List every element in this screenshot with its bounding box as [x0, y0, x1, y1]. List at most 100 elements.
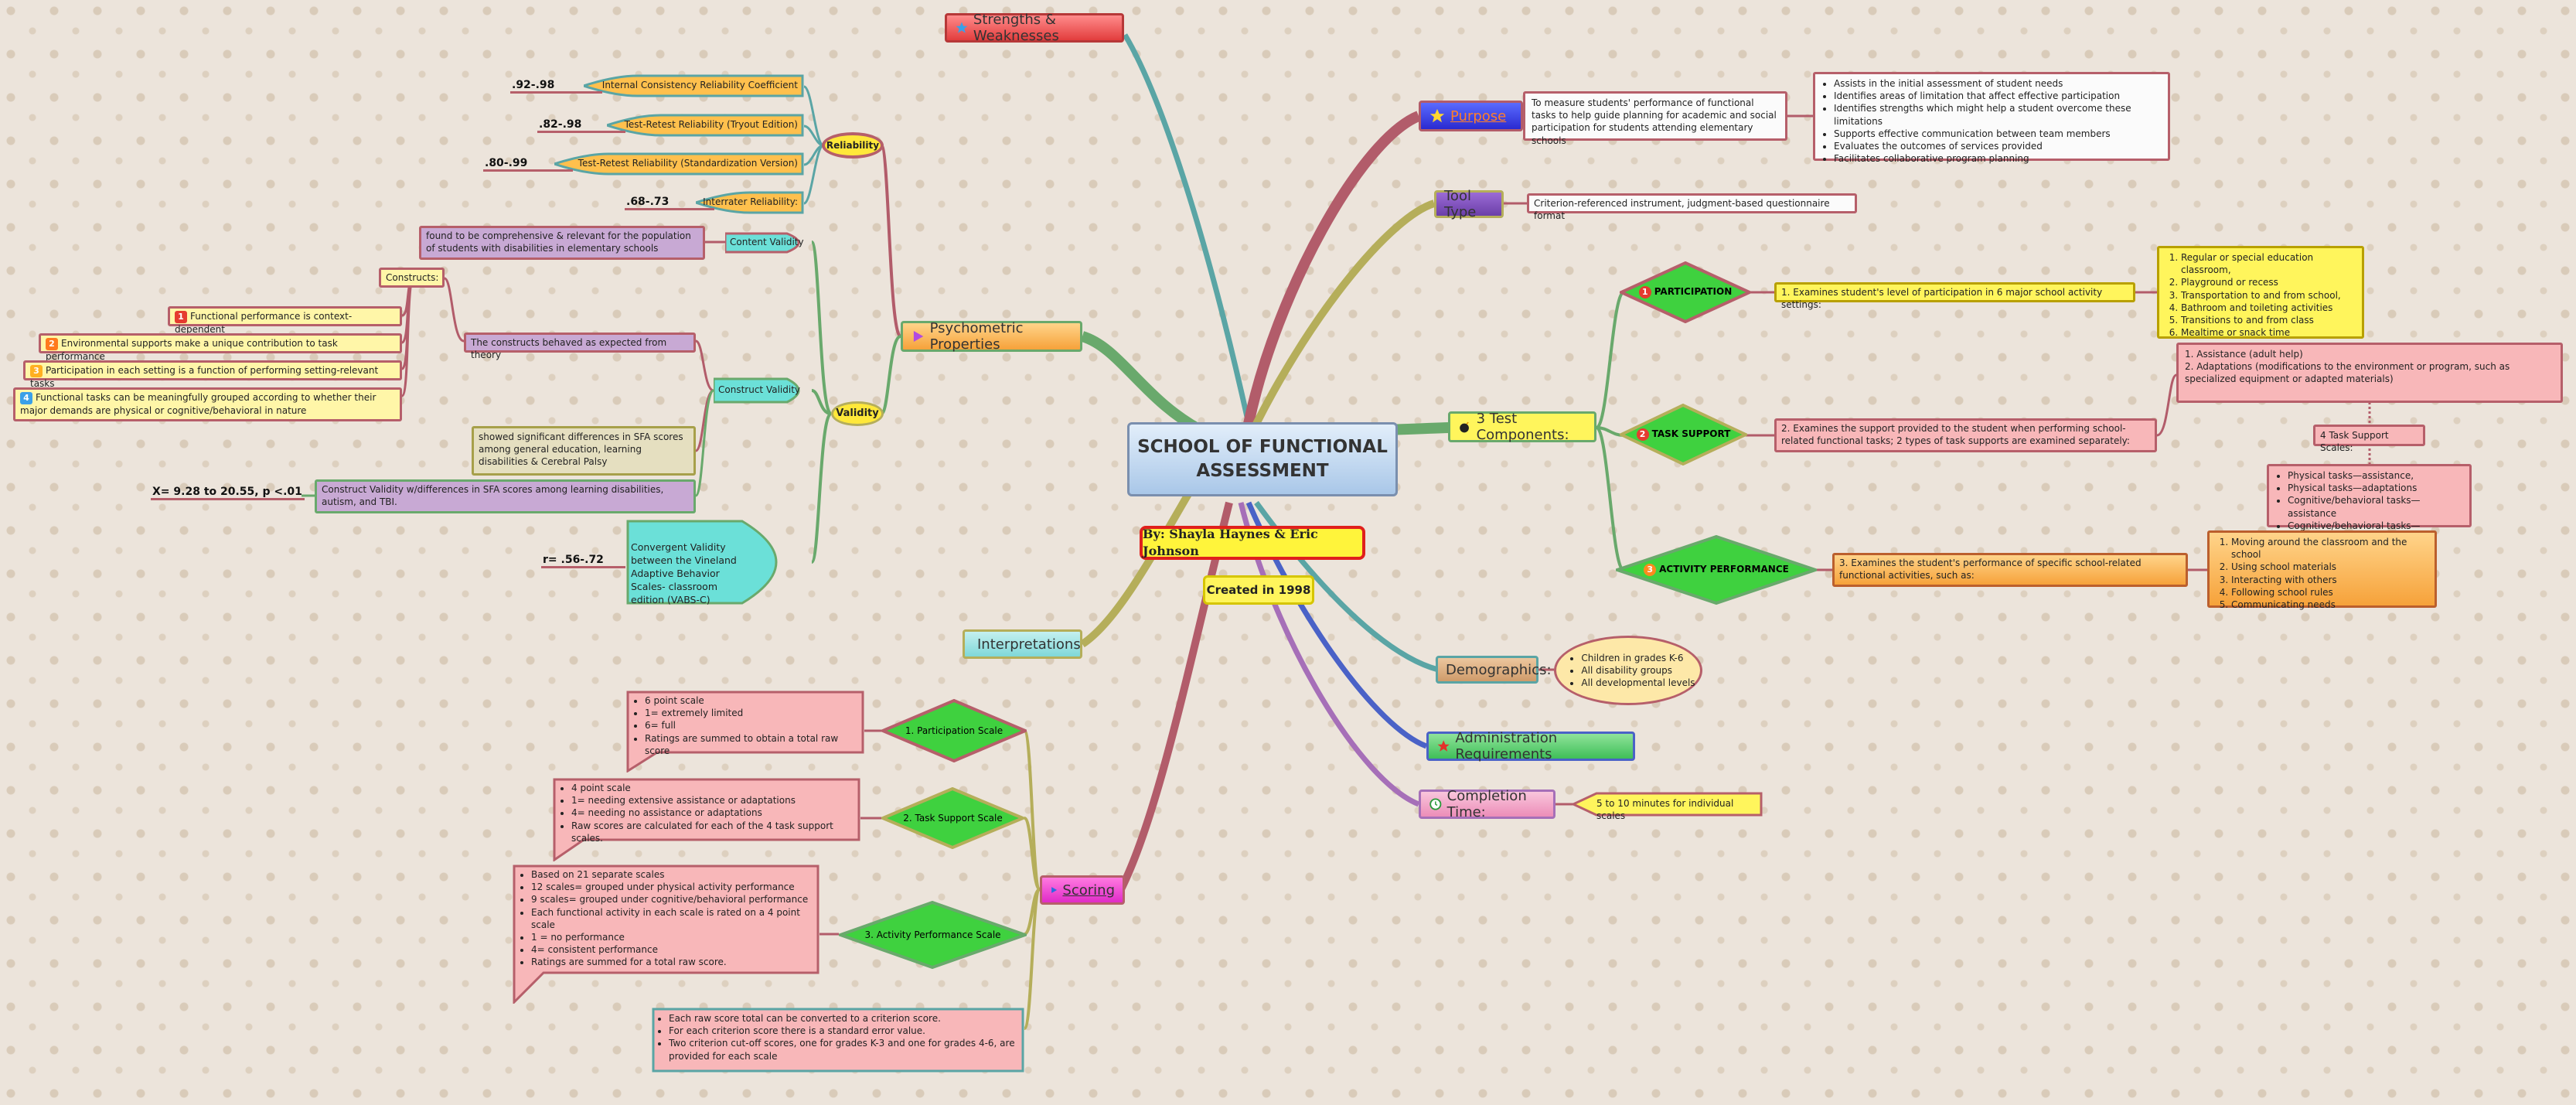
central-topic[interactable]: SCHOOL OF FUNCTIONAL ASSESSMENT: [1127, 422, 1398, 496]
bomb-icon: [1460, 421, 1469, 433]
construct-validity-node[interactable]: Construct Validity: [714, 377, 812, 404]
number-4-icon: 4: [20, 392, 32, 404]
star-icon: [956, 22, 968, 33]
activity-scale-item: 1 = no performance: [531, 931, 813, 943]
construct-text: Functional performance is context-depend…: [175, 311, 353, 335]
central-title: SCHOOL OF FUNCTIONAL ASSESSMENT: [1137, 436, 1388, 481]
star-icon: [1437, 740, 1450, 752]
purpose-items: Assists in the initial assessment of stu…: [1821, 77, 2162, 165]
activity-performance-list: Moving around the classroom and the scho…: [2207, 530, 2437, 611]
demographics-item: All disability groups: [1581, 664, 1695, 677]
task-support-scale-item: 4= needing no assistance or adaptations: [571, 807, 854, 819]
number-1-icon: 1: [1638, 286, 1651, 298]
construct-text: Participation in each setting is a funct…: [30, 365, 379, 389]
construct-theory: The constructs behaved as expected from …: [464, 333, 696, 360]
participation-scale-item: 6 point scale: [645, 694, 858, 707]
criterion-item: For each criterion score there is a stan…: [669, 1025, 1018, 1037]
reliability-row[interactable]: Test-Retest Reliability (Standardization…: [554, 152, 804, 176]
participation-setting-item: Playground or recess: [2181, 276, 2356, 288]
activity-performance-scale-node[interactable]: 3. Activity Performance Scale: [839, 901, 1027, 969]
reliability-name: Internal Consistency Reliability Coeffic…: [601, 80, 798, 90]
participation-settings-list: Regular or special education classroom,P…: [2157, 246, 2364, 339]
created-label[interactable]: Created in 1998: [1203, 575, 1314, 605]
participation-setting-item: Transitions to and from class: [2181, 314, 2356, 326]
activity-items: Moving around the classroom and the scho…: [2216, 536, 2428, 611]
star-icon: [1429, 108, 1445, 123]
reliability-name: Test-Retest Reliability (Tryout Edition): [624, 119, 798, 130]
convergent-validity-value: r= .56-.72: [541, 554, 625, 568]
validity-node[interactable]: Validity: [831, 401, 884, 426]
construct-differences-tbi: Construct Validity w/differences in SFA …: [315, 479, 696, 513]
content-validity-node[interactable]: Content Validity: [725, 232, 812, 254]
topic-scoring[interactable]: Scoring: [1040, 875, 1125, 905]
participation-scale-item: Ratings are summed to obtain a total raw…: [645, 732, 858, 757]
number-3-icon: 3: [30, 365, 43, 377]
topic-psychometric-properties[interactable]: Psychometric Properties: [901, 320, 1082, 353]
participation-scale-item: 6= full: [645, 719, 858, 732]
task-support-scale-node[interactable]: 2. Task Support Scale: [881, 787, 1024, 849]
topic-interpretations[interactable]: Interpretations: [963, 629, 1082, 659]
task-support-scale-items: 4 point scale1= needing extensive assist…: [553, 778, 860, 844]
activity-scale-item: 12 scales= grouped under physical activi…: [531, 881, 813, 893]
activity-item: Using school materials: [2231, 561, 2428, 573]
topic-tool-type[interactable]: Tool Type: [1434, 188, 1504, 220]
topic-completion-time[interactable]: Completion Time:: [1419, 788, 1555, 820]
task-support-scale-item: Physical tasks—assistance,: [2288, 469, 2463, 482]
task-support-scales-list: Physical tasks—assistance,Physical tasks…: [2267, 464, 2472, 544]
activity-performance-description: 3. Examines the student's performance of…: [1832, 553, 2188, 587]
topic-purpose[interactable]: Purpose: [1419, 101, 1523, 131]
participation-scale-list: 6 point scale1= extremely limited6= full…: [626, 691, 864, 772]
purpose-item: Facilitates collaborative program planni…: [1834, 152, 2162, 165]
participation-setting-item: Mealtime or snack time: [2181, 326, 2356, 339]
reliability-row[interactable]: Interrater Reliability:: [696, 191, 804, 214]
topic-administration-requirements[interactable]: Administration Requirements: [1426, 730, 1635, 762]
reliability-row[interactable]: Test-Retest Reliability (Tryout Edition): [607, 114, 804, 137]
participation-items: Regular or special education classroom,P…: [2165, 251, 2356, 339]
activity-performance-scale-list: Based on 21 separate scales12 scales= gr…: [513, 865, 819, 1004]
demographics-list: Children in grades K-6All disability gro…: [1554, 636, 1702, 705]
purpose-item: Evaluates the outcomes of services provi…: [1834, 140, 2162, 152]
reliability-row[interactable]: Internal Consistency Reliability Coeffic…: [584, 74, 804, 97]
participation-scale-items: 6 point scale1= extremely limited6= full…: [626, 691, 864, 757]
authors-label[interactable]: By: Shayla Haynes & Eric Johnson: [1140, 526, 1365, 560]
task-support-scales-label: 4 Task Support Scales:: [2313, 425, 2425, 453]
construct-text: Environmental supports make a unique con…: [46, 338, 338, 362]
reliability-value: .80-.99: [483, 157, 573, 172]
demographics-items: Children in grades K-6All disability gro…: [1569, 652, 1695, 690]
construct-text: Functional tasks can be meaningfully gro…: [20, 392, 377, 416]
activity-performance-scale-items: Based on 21 separate scales12 scales= gr…: [513, 865, 819, 969]
activity-scale-item: 9 scales= grouped under cognitive/behavi…: [531, 893, 813, 905]
topic-strengths-weaknesses[interactable]: Strengths & Weaknesses: [945, 12, 1124, 44]
criterion-item: Two criterion cut-off scores, one for gr…: [669, 1037, 1018, 1062]
number-3-icon: 3: [1644, 564, 1657, 576]
topic-demographics[interactable]: Demographics:: [1436, 656, 1552, 684]
criterion-item: Each raw score total can be converted to…: [669, 1012, 1018, 1025]
purpose-description: To measure students' performance of func…: [1523, 91, 1787, 146]
completion-time-value: 5 to 10 minutes for individual scales: [1573, 792, 1763, 821]
convergent-validity-node[interactable]: Convergent Validity between the Vineland…: [626, 520, 812, 605]
number-1-icon: 1: [175, 311, 187, 323]
purpose-list: Assists in the initial assessment of stu…: [1813, 72, 2170, 164]
purpose-item: Identifies strengths which might help a …: [1834, 102, 2162, 127]
participation-setting-item: Regular or special education classroom,: [2181, 251, 2356, 276]
demographics-item: Children in grades K-6: [1581, 652, 1695, 664]
topic-test-components[interactable]: 3 Test Components:: [1448, 411, 1596, 443]
reliability-node[interactable]: Reliability: [822, 132, 884, 159]
play-icon: [1051, 887, 1058, 893]
activity-scale-item: 4= consistent performance: [531, 943, 813, 956]
reliability-name: Test-Retest Reliability (Standardization…: [578, 158, 798, 169]
purpose-item: Supports effective communication between…: [1834, 128, 2162, 140]
activity-item: Communicating needs: [2231, 599, 2428, 611]
criterion-items: Each raw score total can be converted to…: [652, 1008, 1024, 1062]
number-2-icon: 2: [46, 338, 58, 350]
content-validity-description: found to be comprehensive & relevant for…: [419, 226, 705, 260]
activity-scale-item: Ratings are summed for a total raw score…: [531, 956, 813, 968]
participation-scale-node[interactable]: 1. Participation Scale: [881, 699, 1027, 762]
activity-item: Moving around the classroom and the scho…: [2231, 536, 2428, 561]
